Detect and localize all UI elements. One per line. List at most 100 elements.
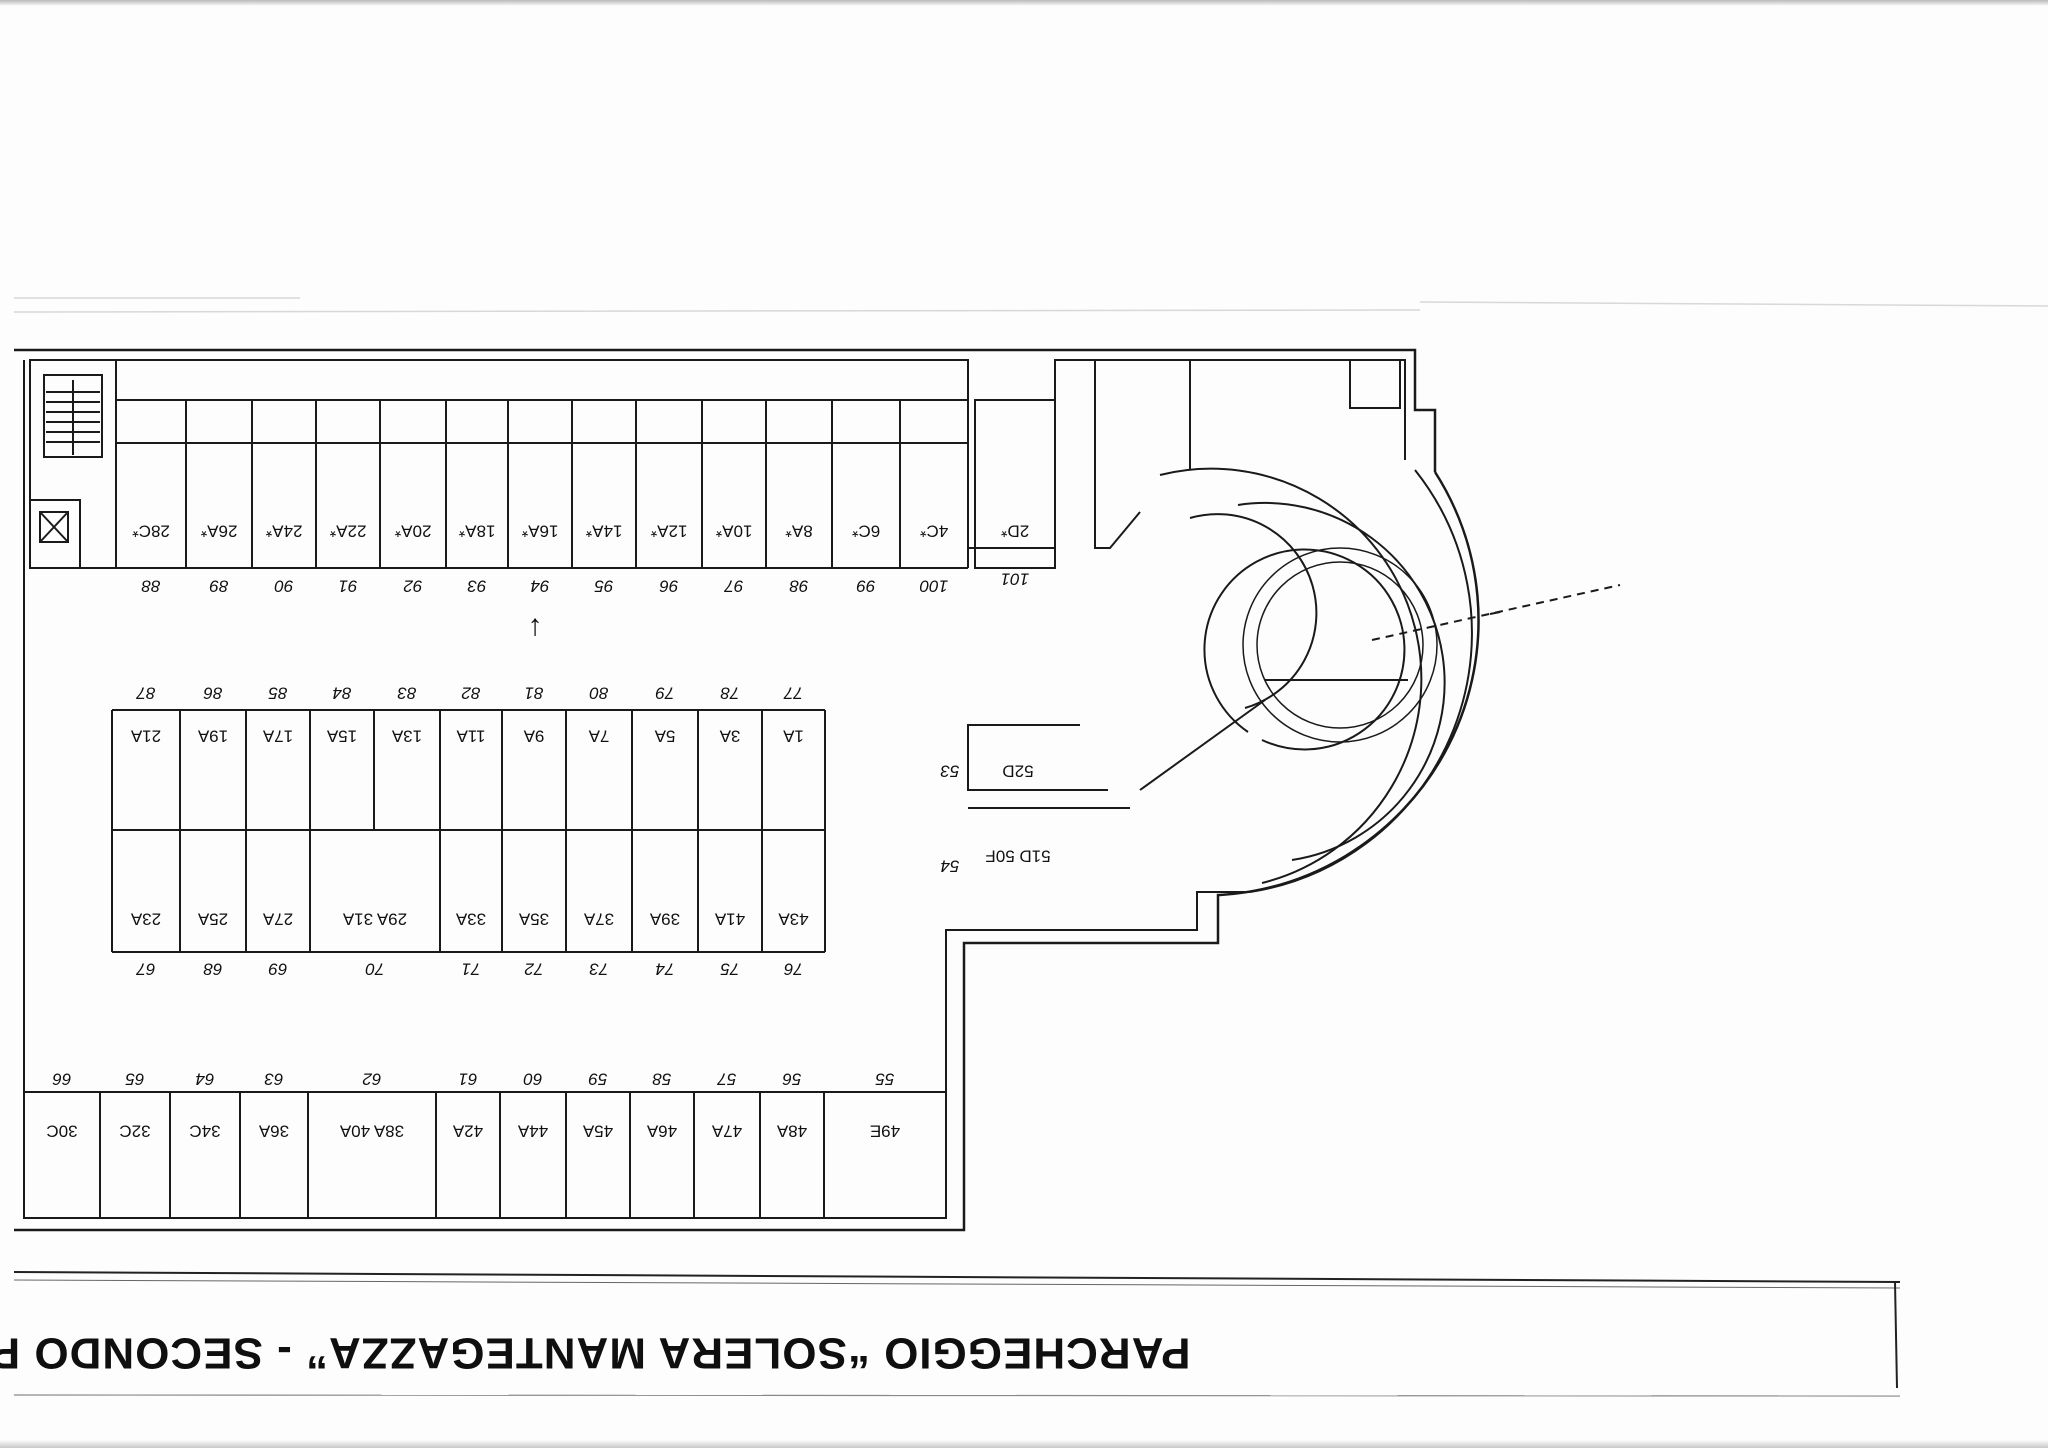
space-number: 74: [656, 960, 675, 979]
space-code: 27A: [262, 910, 293, 929]
space-number: 68: [203, 960, 222, 979]
space-code: 35A: [518, 910, 549, 929]
space-number: 94: [531, 577, 550, 596]
space-code: 12A*: [650, 522, 687, 541]
space-number: 59: [588, 1070, 607, 1089]
space-code: 42A: [452, 1122, 483, 1141]
space-number: 61: [459, 1070, 478, 1089]
space-code: 51D 50F: [985, 847, 1050, 866]
space-code: 36A: [258, 1122, 289, 1141]
space-code: 14A*: [585, 522, 622, 541]
space-number: 90: [274, 577, 293, 596]
space-code: 26A*: [200, 522, 237, 541]
space-code: 44A: [517, 1122, 548, 1141]
space-number: 60: [523, 1070, 542, 1089]
space-number: 100: [919, 577, 948, 596]
space-code: 45A: [582, 1122, 613, 1141]
space-code: 18A*: [458, 522, 495, 541]
space-code: 22A*: [329, 522, 366, 541]
space-number: 75: [720, 960, 739, 979]
space-number: 87: [136, 684, 155, 703]
space-number: 54: [941, 857, 960, 876]
space-number: 62: [362, 1070, 381, 1089]
space-number: 92: [403, 577, 422, 596]
space-code: 25A: [197, 910, 228, 929]
space-number: 57: [717, 1070, 736, 1089]
space-code: 39A: [649, 910, 680, 929]
space-number: 66: [52, 1070, 71, 1089]
space-code: 15A: [326, 727, 357, 746]
space-number: 101: [1001, 570, 1029, 589]
space-number: 71: [462, 960, 481, 979]
space-number: 84: [333, 684, 352, 703]
space-code: 46A: [646, 1122, 677, 1141]
space-number: 70: [365, 960, 384, 979]
space-number: 81: [525, 684, 544, 703]
space-code: 13A: [391, 727, 422, 746]
space-number: 53: [940, 762, 959, 781]
space-number: 89: [209, 577, 228, 596]
space-code: 32C: [119, 1122, 150, 1141]
space-code: 41A: [714, 910, 745, 929]
space-code: 33A: [455, 910, 486, 929]
space-number: 82: [461, 684, 480, 703]
space-number: 67: [136, 960, 155, 979]
space-number: 72: [524, 960, 543, 979]
space-code: 24A*: [265, 522, 302, 541]
title-block: PARCHEGGIO “SOLERA MANTEGAZZA” - SECONDO…: [0, 1271, 1901, 1397]
space-number: 69: [268, 960, 287, 979]
space-code: 20A*: [394, 522, 431, 541]
space-code: 34C: [189, 1122, 220, 1141]
parking-spaces: 28C*8826A*8924A*9022A*9120A*9218A*9316A*…: [46, 400, 1051, 1218]
ramp-spiral-hatch: [1242, 547, 1438, 743]
space-code: 23A: [130, 910, 161, 929]
space-code: 47A: [711, 1122, 742, 1141]
space-number: 55: [875, 1070, 894, 1089]
space-code: 30C: [46, 1122, 77, 1141]
scan-edge-top: [0, 0, 2048, 6]
space-number: 63: [264, 1070, 283, 1089]
space-code: 10A*: [715, 522, 752, 541]
space-code: 8A*: [785, 522, 813, 541]
space-number: 73: [589, 960, 608, 979]
space-code: 2D*: [1000, 522, 1029, 541]
direction-arrow-icon: ↑: [528, 609, 543, 642]
mid-upper-frame: [111, 709, 826, 953]
space-number: 83: [397, 684, 416, 703]
side-spaces-frame: [967, 724, 1130, 809]
space-code: 21A: [130, 727, 161, 746]
space-code: 17A: [262, 727, 293, 746]
space-code: 52D: [1002, 762, 1033, 781]
space-number: 80: [589, 684, 608, 703]
space-code: 19A: [197, 727, 228, 746]
space-number: 78: [720, 684, 739, 703]
space-number: 56: [782, 1070, 801, 1089]
space-code: 38A 40A: [339, 1122, 404, 1141]
space-number: 96: [659, 577, 678, 596]
space-number: 99: [856, 577, 875, 596]
space-code: 48A: [776, 1122, 807, 1141]
space-number: 91: [339, 577, 358, 596]
space-number: 95: [594, 577, 613, 596]
stair-icon: [46, 380, 100, 455]
ramp: [1094, 359, 1621, 884]
space-number: 65: [125, 1070, 144, 1089]
space-number: 86: [203, 684, 222, 703]
space-number: 64: [196, 1070, 215, 1089]
drawing-title: PARCHEGGIO “SOLERA MANTEGAZZA” - SECONDO…: [0, 1328, 1191, 1377]
space-code: 29A 31A: [342, 910, 407, 929]
space-code: 43A: [778, 910, 809, 929]
space-number: 77: [784, 684, 803, 703]
space-code: 28C*: [132, 522, 170, 541]
space-code: 1A: [782, 727, 803, 746]
space-number: 58: [652, 1070, 671, 1089]
top-row-frame: [116, 399, 1056, 569]
lift-icon: [39, 511, 69, 543]
building-outline: [14, 348, 1480, 1232]
scan-artifacts: [13, 297, 2048, 313]
space-code: 7A: [588, 727, 609, 746]
space-code: 9A: [523, 727, 544, 746]
space-number: 88: [141, 577, 160, 596]
space-code: 4C*: [919, 522, 948, 541]
